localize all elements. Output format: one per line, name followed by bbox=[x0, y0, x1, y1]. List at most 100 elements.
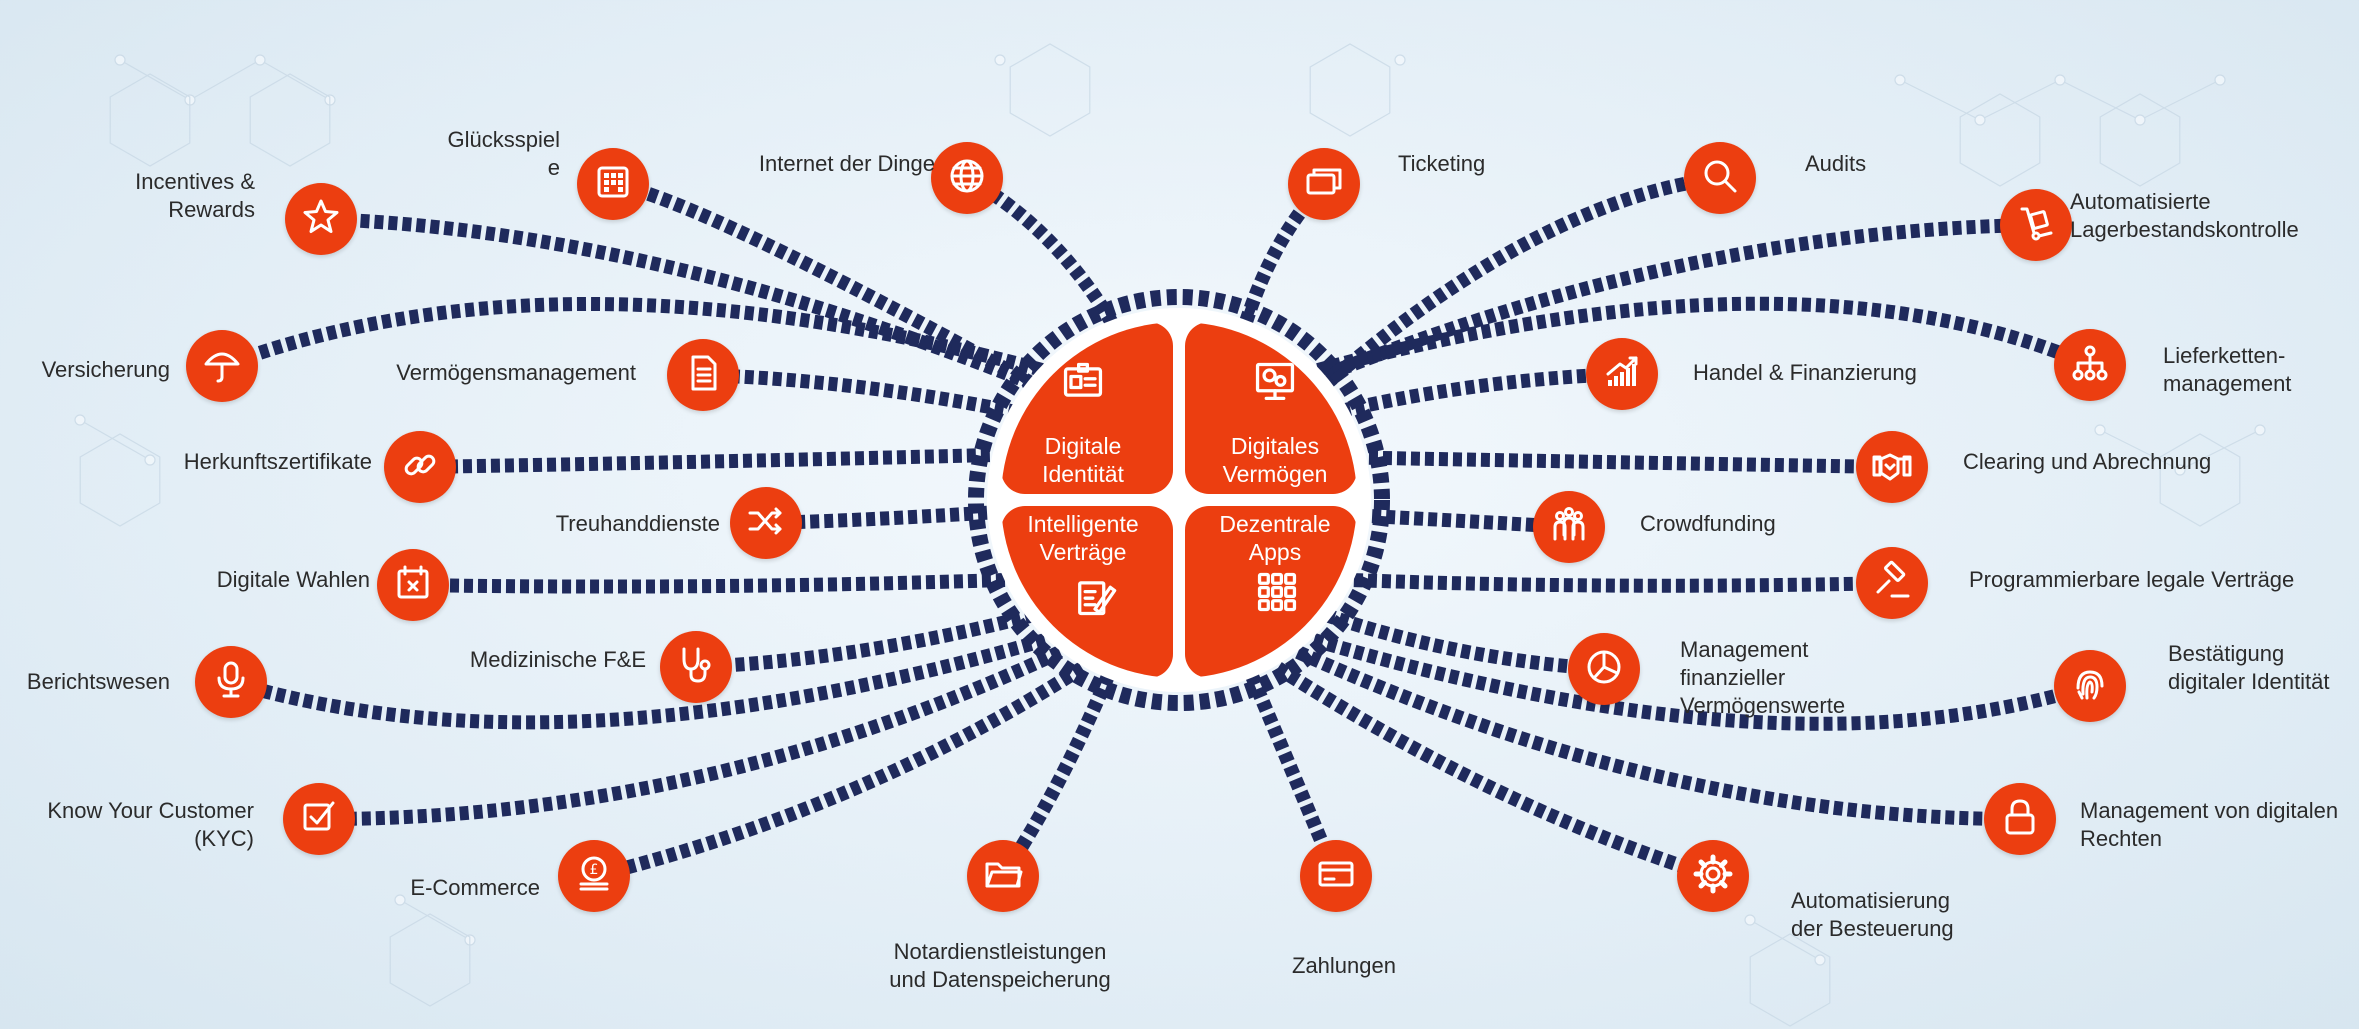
node-steuer[interactable] bbox=[1677, 840, 1749, 912]
coins-icon: £ bbox=[572, 852, 616, 901]
label-legal: Programmierbare legale Verträge bbox=[1969, 566, 2359, 594]
node-audits[interactable] bbox=[1684, 142, 1756, 214]
label-ecommerce: E-Commerce bbox=[340, 874, 540, 902]
people-group-icon bbox=[1547, 503, 1591, 552]
node-herkunft[interactable] bbox=[384, 431, 456, 503]
label-line: Management bbox=[1680, 637, 1809, 662]
hierarchy-icon bbox=[2068, 341, 2112, 390]
gears-monitor-icon bbox=[1251, 358, 1299, 411]
node-zahlungen[interactable] bbox=[1300, 840, 1372, 912]
star-icon bbox=[299, 195, 343, 244]
label-crowdfunding: Crowdfunding bbox=[1640, 510, 1840, 538]
label-line: Incentives & bbox=[135, 169, 255, 194]
label-line: finanzieller bbox=[1680, 665, 1786, 690]
node-bericht[interactable] bbox=[195, 646, 267, 718]
node-gluecksspiel[interactable] bbox=[577, 148, 649, 220]
label-line: Digitale Wahlen bbox=[216, 567, 370, 592]
chain-kyc bbox=[318, 645, 1063, 827]
padlock-icon bbox=[1998, 795, 2042, 844]
grid-icon bbox=[591, 160, 635, 209]
node-versicherung[interactable] bbox=[186, 330, 258, 402]
node-vermoegensmgmt[interactable] bbox=[667, 339, 739, 411]
label-line: Herkunftszertifikate bbox=[183, 449, 372, 474]
node-lager[interactable] bbox=[2000, 189, 2072, 261]
quadrant-title-line: Digitales bbox=[1230, 433, 1320, 459]
node-handel[interactable] bbox=[1586, 338, 1658, 410]
label-line: (KYC) bbox=[194, 826, 254, 851]
node-treuhand[interactable] bbox=[730, 487, 802, 559]
label-lieferketten: Lieferketten-management bbox=[2163, 342, 2359, 398]
label-line: Know Your Customer bbox=[47, 798, 254, 823]
umbrella-icon bbox=[200, 342, 244, 391]
label-line: e bbox=[547, 155, 560, 180]
node-lieferketten[interactable] bbox=[2054, 329, 2126, 401]
hand-truck-icon bbox=[2014, 201, 2058, 250]
label-line: Audits bbox=[1805, 151, 1867, 176]
hub-backdrop bbox=[987, 308, 1371, 692]
label-line: management bbox=[2163, 371, 2292, 396]
label-line: Bestätigung bbox=[2168, 641, 2285, 666]
chain-medizin bbox=[695, 608, 1036, 674]
label-line: Vermögensmanagement bbox=[396, 360, 636, 385]
fingerprint-icon bbox=[2068, 662, 2112, 711]
contract-pen-icon bbox=[1071, 572, 1119, 625]
label-line: der Besteuerung bbox=[1791, 916, 1954, 941]
node-kyc[interactable] bbox=[283, 783, 355, 855]
quadrant-title-line: Identität bbox=[1042, 461, 1124, 487]
node-ecommerce[interactable]: £ bbox=[558, 840, 630, 912]
label-line: Zahlungen bbox=[1292, 953, 1396, 978]
label-line: Notardienstleistungen bbox=[893, 939, 1107, 964]
node-iot[interactable] bbox=[931, 142, 1003, 214]
link-icon bbox=[398, 443, 442, 492]
document-icon bbox=[681, 351, 725, 400]
label-ticketing: Ticketing bbox=[1398, 150, 1598, 178]
label-line: Lagerbestandskontrolle bbox=[2070, 217, 2299, 242]
chain-bericht bbox=[229, 633, 1047, 730]
chain-lieferketten bbox=[1316, 296, 2093, 377]
node-ticketing[interactable] bbox=[1288, 148, 1360, 220]
stethoscope-icon bbox=[674, 643, 718, 692]
chain-herkunft bbox=[419, 447, 1033, 474]
pie-chart-icon bbox=[1582, 645, 1626, 694]
label-line: Ticketing bbox=[1398, 151, 1486, 176]
node-crowdfunding[interactable] bbox=[1533, 491, 1605, 563]
chain-steuer bbox=[1274, 662, 1716, 883]
label-line: digitaler Identität bbox=[2168, 669, 2330, 694]
growth-chart-icon bbox=[1600, 350, 1644, 399]
handshake-icon bbox=[1870, 443, 1914, 492]
node-wahlen[interactable] bbox=[377, 549, 449, 621]
node-clearing[interactable] bbox=[1856, 431, 1928, 503]
label-notar: Notardienstleistungen und Datenspeicherun… bbox=[840, 938, 1160, 994]
label-line: Clearing und Abrechnung bbox=[1963, 449, 2212, 474]
node-legal[interactable] bbox=[1856, 547, 1928, 619]
label-line: Handel & Finanzierung bbox=[1693, 360, 1917, 385]
label-line: und Datenspeicherung bbox=[889, 967, 1111, 992]
node-medizin[interactable] bbox=[660, 631, 732, 703]
quadrant-title-line: Intelligente bbox=[1027, 511, 1139, 537]
checkbox-icon bbox=[297, 795, 341, 844]
label-incentives: Incentives &Rewards bbox=[55, 168, 255, 224]
node-finanzmgmt[interactable] bbox=[1568, 633, 1640, 705]
label-handel: Handel & Finanzierung bbox=[1693, 359, 1993, 387]
label-line: Crowdfunding bbox=[1640, 511, 1776, 536]
globe-icon bbox=[945, 154, 989, 203]
label-gluecksspiel: Glücksspiel e bbox=[360, 126, 560, 182]
tickets-icon bbox=[1302, 160, 1346, 209]
quadrant-title-line: Digitale bbox=[1044, 433, 1122, 459]
node-rechte[interactable] bbox=[1984, 783, 2056, 855]
chain-zahlungen bbox=[1245, 673, 1343, 879]
node-notar[interactable] bbox=[967, 840, 1039, 912]
quadrant-title-line: Vermögen bbox=[1222, 461, 1328, 487]
label-line: Glücksspiel bbox=[447, 127, 560, 152]
node-digid[interactable] bbox=[2054, 650, 2126, 722]
quadrant-title-line: Dezentrale bbox=[1219, 511, 1331, 537]
label-line: Management von digitalen bbox=[2080, 798, 2339, 823]
folder-icon bbox=[981, 852, 1025, 901]
label-treuhand: Treuhanddienste bbox=[420, 510, 720, 538]
node-incentives[interactable] bbox=[285, 183, 357, 255]
